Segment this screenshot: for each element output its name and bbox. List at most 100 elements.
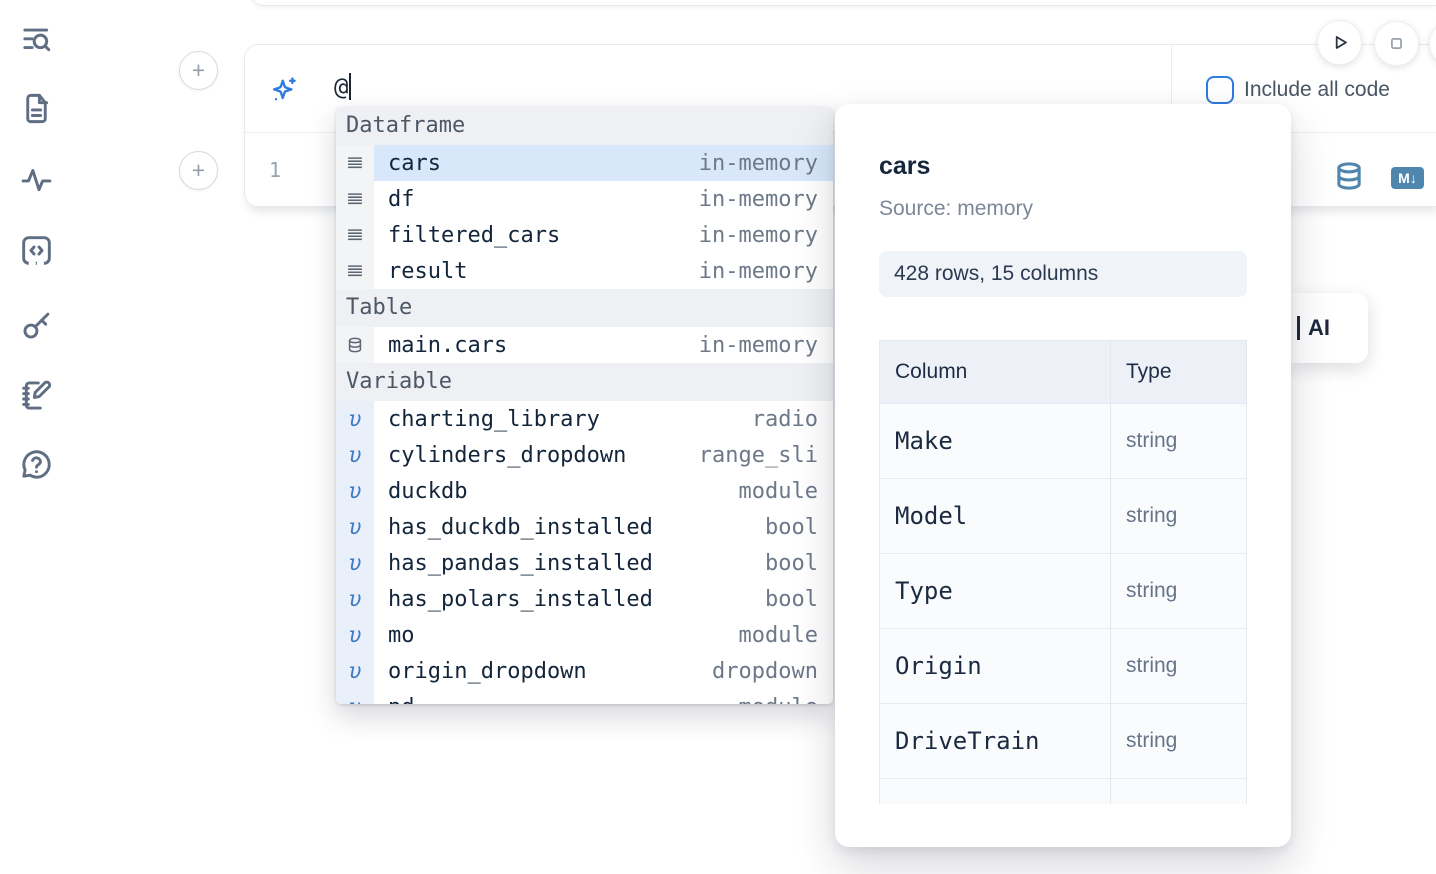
- add-cell-below-button[interactable]: +: [179, 151, 218, 190]
- autocomplete-item-has_pandas_installed[interactable]: υ has_pandas_installed bool: [336, 545, 833, 581]
- line-number: 1: [269, 158, 282, 182]
- item-name: origin_dropdown: [388, 658, 587, 684]
- stop-cell-button[interactable]: [1374, 21, 1419, 66]
- variable-icon: υ: [336, 617, 374, 653]
- item-name: pd: [388, 695, 415, 705]
- table-icon: [336, 327, 374, 363]
- variable-icon: υ: [336, 653, 374, 689]
- item-type: bool: [765, 550, 818, 576]
- autocomplete-item-cars[interactable]: cars in-memory: [336, 145, 833, 181]
- include-all-code-checkbox[interactable]: [1206, 76, 1234, 104]
- text-cursor: [349, 73, 352, 100]
- ai-button-label: AI: [1308, 315, 1330, 340]
- schema-column-name: DriveTrain: [880, 704, 1111, 778]
- ai-button-bar: [1297, 316, 1300, 340]
- item-name: duckdb: [388, 478, 468, 504]
- schema-column-name: [880, 779, 1111, 804]
- item-name: has_duckdb_installed: [388, 514, 653, 540]
- item-name: result: [388, 258, 468, 284]
- file-text-icon[interactable]: [18, 90, 54, 126]
- column-header: Column: [880, 341, 1111, 403]
- autocomplete-group-header: Table: [336, 289, 833, 327]
- item-name: main.cars: [388, 332, 508, 358]
- item-name: cylinders_dropdown: [388, 442, 627, 468]
- schema-column-name: Make: [880, 404, 1111, 478]
- schema-row: [880, 779, 1246, 804]
- ai-generate-button-partial[interactable]: AI: [1291, 293, 1368, 363]
- item-type: in-memory: [698, 222, 818, 248]
- item-type: dropdown: [712, 658, 818, 684]
- item-type: in-memory: [698, 258, 818, 284]
- variable-icon: υ: [336, 509, 374, 545]
- autocomplete-group-header: Variable: [336, 363, 833, 401]
- autocomplete-item-charting_library[interactable]: υ charting_library radio: [336, 401, 833, 437]
- schema-column-type: string: [1126, 654, 1178, 677]
- type-header: Type: [1126, 360, 1172, 383]
- autocomplete-item-has_polars_installed[interactable]: υ has_polars_installed bool: [336, 581, 833, 617]
- code-editor-row[interactable]: 1 M↓: [245, 134, 1436, 206]
- preview-title: cars: [879, 152, 931, 180]
- schema-row: Origin string: [880, 629, 1246, 704]
- previous-cell-edge: [250, 0, 1436, 6]
- item-name: charting_library: [388, 406, 600, 432]
- dataframe-icon: [336, 253, 374, 289]
- item-type: in-memory: [698, 150, 818, 176]
- schema-column-type: string: [1126, 504, 1178, 527]
- run-cell-button[interactable]: [1317, 20, 1362, 65]
- shape-badge: 428 rows, 15 columns: [879, 251, 1247, 297]
- schema-row: DriveTrain string: [880, 704, 1246, 779]
- variable-icon: υ: [336, 401, 374, 437]
- autocomplete-item-result[interactable]: result in-memory: [336, 253, 833, 289]
- schema-column-name: Type: [880, 554, 1111, 628]
- item-name: cars: [388, 150, 441, 176]
- help-circle-icon[interactable]: [18, 446, 54, 482]
- markdown-badge[interactable]: M↓: [1391, 167, 1424, 189]
- add-cell-above-button[interactable]: +: [179, 51, 218, 90]
- item-type: radio: [751, 406, 818, 432]
- variable-icon: υ: [336, 437, 374, 473]
- item-type: module: [721, 695, 818, 705]
- include-all-code-label: Include all code: [1244, 78, 1390, 101]
- variable-icon: υ: [336, 581, 374, 617]
- activity-icon[interactable]: [18, 161, 54, 197]
- item-name: has_polars_installed: [388, 586, 653, 612]
- schema-row: Model string: [880, 479, 1246, 554]
- autocomplete-item-has_duckdb_installed[interactable]: υ has_duckdb_installed bool: [336, 509, 833, 545]
- list-search-icon[interactable]: [18, 21, 54, 57]
- dataframe-icon: [336, 217, 374, 253]
- item-type: bool: [765, 514, 818, 540]
- schema-column-name: Model: [880, 479, 1111, 553]
- variable-icon: υ: [336, 689, 374, 704]
- sparkles-icon: [269, 75, 299, 105]
- item-name: filtered_cars: [388, 222, 561, 248]
- schema-column-type: string: [1126, 579, 1178, 602]
- item-type: module: [738, 622, 818, 648]
- notebook-pen-icon[interactable]: [18, 377, 54, 413]
- item-type: range_sli: [698, 442, 818, 468]
- ai-prompt-input[interactable]: @: [334, 73, 352, 101]
- code-box-icon[interactable]: [18, 232, 54, 268]
- item-name: has_pandas_installed: [388, 550, 653, 576]
- autocomplete-item-origin_dropdown[interactable]: υ origin_dropdown dropdown: [336, 653, 833, 689]
- preview-source: Source: memory: [879, 197, 1034, 220]
- variable-icon: υ: [336, 473, 374, 509]
- item-name: df: [388, 186, 415, 212]
- dataframe-icon: [336, 181, 374, 217]
- schema-column-type: string: [1126, 729, 1178, 752]
- database-icon[interactable]: [1333, 160, 1365, 192]
- schema-column-name: Origin: [880, 629, 1111, 703]
- autocomplete-item-filtered_cars[interactable]: filtered_cars in-memory: [336, 217, 833, 253]
- dataframe-preview-popup: cars Source: memory 428 rows, 15 columns…: [835, 104, 1291, 847]
- item-type: bool: [765, 586, 818, 612]
- autocomplete-item-cylinders_dropdown[interactable]: υ cylinders_dropdown range_sli: [336, 437, 833, 473]
- key-icon[interactable]: [18, 307, 54, 343]
- autocomplete-item-pd[interactable]: υ pd module: [336, 689, 833, 704]
- schema-column-type: string: [1126, 429, 1178, 452]
- variable-icon: υ: [336, 545, 374, 581]
- schema-row: Make string: [880, 404, 1246, 479]
